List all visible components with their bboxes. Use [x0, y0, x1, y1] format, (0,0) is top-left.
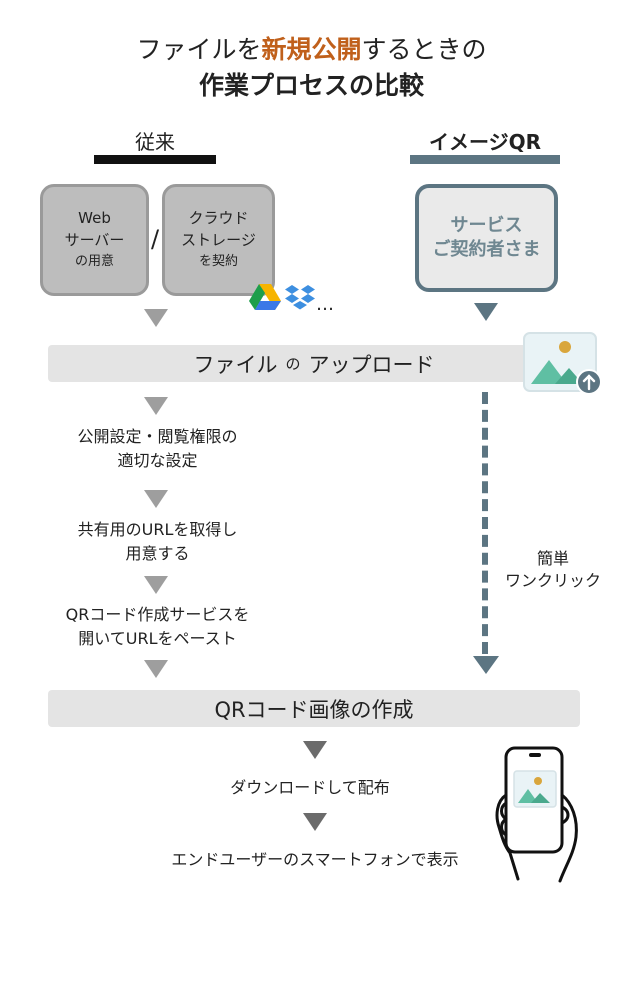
step-paste-url-line1: QRコード作成サービスを: [65, 605, 250, 624]
step-get-url: 共有用のURLを取得し 用意する: [0, 518, 315, 566]
cloud-storage-line1: クラウド: [188, 209, 249, 227]
left-arrow-3: [144, 490, 168, 508]
web-server-line3: の用意: [74, 254, 114, 269]
image-upload-icon: [523, 332, 602, 395]
left-arrow-4: [144, 576, 168, 594]
step-get-url-line2: 用意する: [125, 544, 190, 563]
cloud-storage-line3: を契約: [198, 254, 238, 269]
qr-creation-text: QRコード画像の作成: [214, 697, 414, 722]
left-arrow-5: [144, 660, 168, 678]
dropbox-icon: [285, 285, 315, 310]
one-click-note-line2: ワンクリック: [504, 571, 601, 590]
service-subscriber-line2: ご契約者さま: [432, 239, 541, 260]
step-permissions: 公開設定・閲覧権限の 適切な設定: [0, 425, 315, 473]
right-heading-bar: [410, 155, 560, 164]
one-click-note-line1: 簡単: [536, 549, 569, 568]
step-paste-url: QRコード作成サービスを 開いてURLをペースト: [0, 603, 315, 651]
upload-band-text-pre: ファイル: [193, 352, 278, 377]
left-arrow-1: [144, 309, 168, 327]
service-subscriber-box: サービス ご契約者さま: [415, 184, 558, 292]
web-server-line2: サーバー: [64, 231, 125, 249]
left-column-heading: 従来: [135, 130, 175, 154]
or-separator: /: [151, 225, 160, 253]
service-subscriber-line1: サービス: [450, 215, 523, 236]
left-heading-bar: [94, 155, 216, 164]
step-get-url-line1: 共有用のURLを取得し: [77, 520, 238, 539]
smartphone-hand-icon: [495, 746, 578, 883]
title-post: するときの: [361, 35, 487, 64]
step-permissions-line1: 公開設定・閲覧権限の: [77, 427, 238, 446]
title-pre: ファイルを: [136, 35, 262, 64]
google-drive-icon: [249, 284, 281, 310]
step-paste-url-line2: 開いてURLをペースト: [78, 629, 237, 648]
right-column-heading: イメージQR: [428, 130, 541, 154]
title-accent: 新規公開: [261, 35, 362, 64]
bottom-arrow-1: [303, 741, 327, 759]
step-permissions-line2: 適切な設定: [117, 451, 198, 470]
upload-band-text-post: アップロード: [308, 352, 435, 377]
bottom-arrow-2: [303, 813, 327, 831]
web-server-line1: Web: [78, 209, 111, 227]
upload-band-particle: の: [285, 355, 301, 373]
right-arrow-1: [474, 303, 498, 321]
step-smartphone-display: エンドユーザーのスマートフォンで表示: [171, 850, 459, 869]
upload-band: ファイル の アップロード: [48, 345, 580, 382]
more-services-ellipsis: …: [316, 294, 334, 315]
cloud-storage-line2: ストレージ: [181, 231, 256, 249]
left-arrow-2: [144, 397, 168, 415]
right-arrow-2: [473, 656, 499, 674]
one-click-dashed-line: [482, 392, 488, 654]
qr-creation-band: QRコード画像の作成: [48, 690, 580, 727]
one-click-note: 簡単 ワンクリック: [493, 548, 613, 592]
diagram-title-line1: ファイルを新規公開するときの: [0, 30, 623, 66]
diagram-title-line2: 作業プロセスの比較: [198, 71, 424, 100]
cloud-storage-box: クラウド ストレージ を契約: [162, 184, 275, 296]
step-download: ダウンロードして配布: [230, 778, 390, 797]
web-server-box: Web サーバー の用意: [40, 184, 149, 296]
